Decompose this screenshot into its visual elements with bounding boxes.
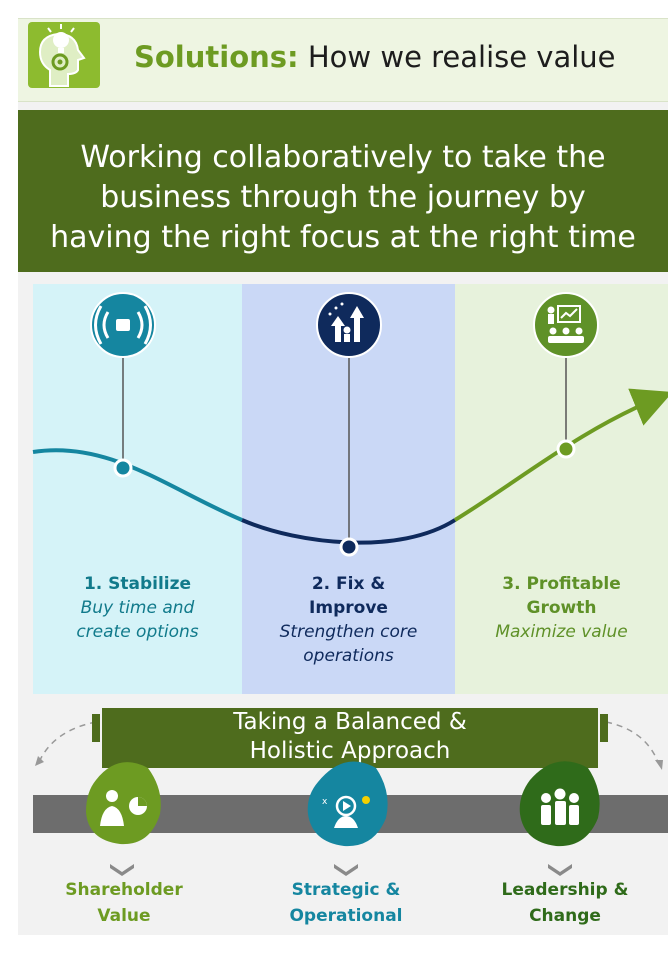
signal-broadcast-icon — [90, 292, 156, 358]
svg-text:x: x — [322, 797, 328, 807]
page-title: Solutions: How we realise value — [134, 40, 616, 74]
businessman-chart-icon — [86, 762, 161, 845]
dashed-arrow-left — [39, 721, 97, 761]
curve-segment-stabilize — [32, 448, 243, 522]
strategy-head-idea-icon: x — [307, 761, 388, 847]
chevron-down-icon — [334, 864, 358, 876]
curve-dot-stabilize — [113, 458, 133, 478]
pillar-label-line: Operational — [289, 906, 403, 926]
pillar-label-strategic-operational: Strategic & Operational — [266, 877, 426, 929]
mission-line: Working collaboratively to take the — [80, 140, 606, 175]
chevron-down-icon — [110, 864, 134, 876]
mission-banner: Working collaboratively to take the busi… — [18, 110, 668, 272]
stage-description: create options — [76, 622, 199, 642]
stage-title: 3. Profitable — [502, 574, 621, 594]
approach-line: Holistic Approach — [249, 738, 451, 764]
curve-segment-growth — [453, 388, 668, 522]
stage-label-stabilize: 1. Stabilize Buy time and create options — [33, 572, 242, 644]
approach-tab-right — [600, 714, 608, 742]
curve-dot-growth — [556, 439, 576, 459]
stage-label-fix-improve: 2. Fix & Improve Strengthen core operati… — [242, 572, 455, 668]
person-growth-arrows-icon — [316, 292, 382, 358]
pillar-label-line: Change — [529, 906, 601, 926]
stage-description: Strengthen core — [279, 622, 418, 642]
stage-title: 2. Fix & — [311, 574, 386, 594]
approach-tab-left — [92, 714, 100, 742]
approach-banner: Taking a Balanced & Holistic Approach — [102, 708, 598, 768]
chevron-down-icon — [548, 864, 572, 876]
approach-line: Taking a Balanced & — [233, 709, 467, 735]
pillar-label-leadership-change: Leadership & Change — [480, 877, 650, 929]
stage-title: Improve — [309, 598, 388, 618]
pillar-label-line: Shareholder — [65, 880, 183, 900]
pillar-label-shareholder-value: Shareholder Value — [44, 877, 204, 929]
mission-line: business through the journey by — [100, 180, 586, 215]
curve-dot-fix-improve — [339, 537, 359, 557]
stage-description: Maximize value — [495, 622, 628, 642]
dashed-arrow-right — [605, 721, 659, 763]
stage-description: Buy time and — [80, 598, 195, 618]
pillar-label-line: Value — [97, 906, 151, 926]
team-people-icon — [519, 761, 600, 847]
stage-title: Growth — [526, 598, 597, 618]
header-band — [18, 18, 668, 102]
mission-line: having the right focus at the right time — [50, 220, 636, 255]
dashed-arrowhead-left — [35, 756, 44, 766]
stage-description: operations — [303, 646, 394, 666]
pillar-label-line: Leadership & — [501, 880, 629, 900]
mission-statement: Working collaboratively to take the busi… — [18, 138, 668, 258]
dashed-arrowhead-right — [655, 760, 663, 770]
stage-label-profitable-growth: 3. Profitable Growth Maximize value — [455, 572, 668, 644]
lightbulb-gear-head-icon — [28, 22, 100, 88]
page-title-accent: Solutions: — [134, 40, 299, 74]
presentation-audience-icon — [533, 292, 599, 358]
page-title-rest: How we realise value — [298, 40, 616, 74]
pillar-label-line: Strategic & — [291, 880, 401, 900]
stage-title: 1. Stabilize — [83, 574, 192, 594]
